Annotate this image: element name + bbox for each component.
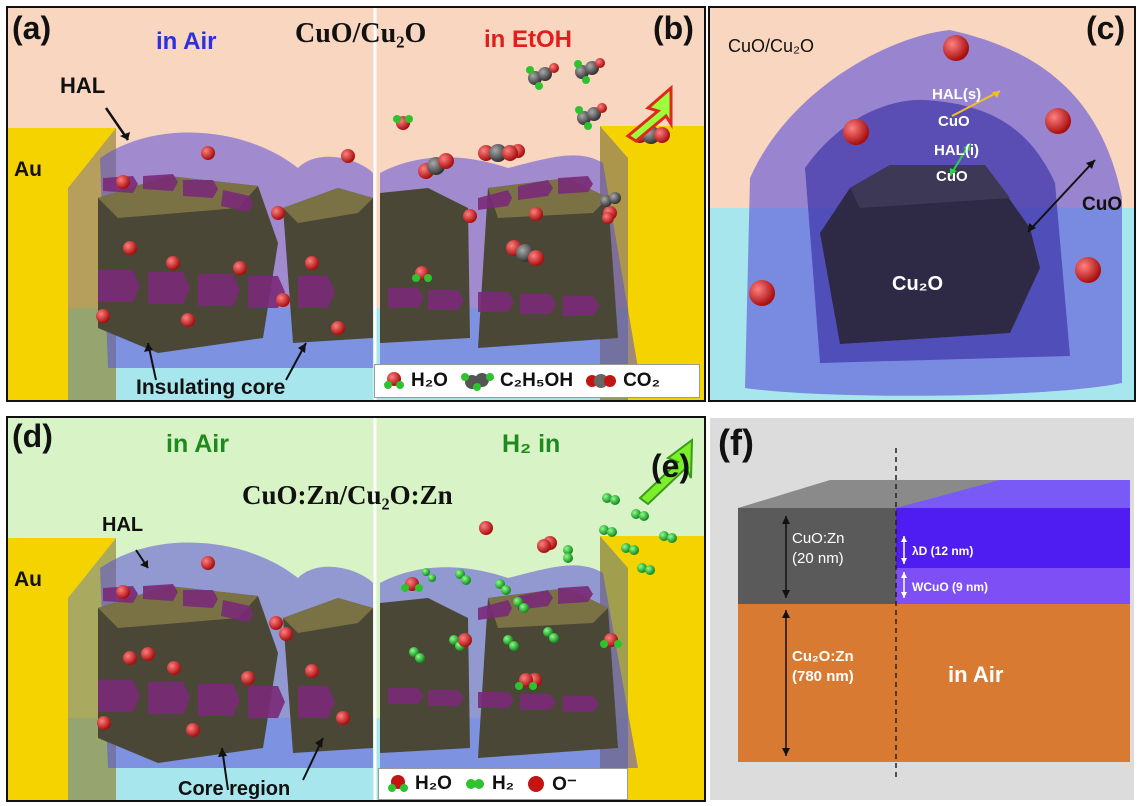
cuo-zn-thickness: (20 nm) <box>792 550 844 567</box>
panel-f-letter: (f) <box>718 422 754 463</box>
panel-a-condition: in Air <box>156 28 217 55</box>
panel-de: (d) in Air H₂ in (e) CuO:Zn/Cu₂O:Zn HAL … <box>6 416 706 802</box>
cu2o-zn-label: Cu₂O:Zn <box>792 648 854 665</box>
panel-ab-illustration <box>8 8 704 400</box>
au-electrode-left <box>8 538 116 800</box>
panel-c-letter: (c) <box>1086 10 1126 46</box>
insulating-core-label: Insulating core <box>136 376 286 399</box>
panel-de-illustration <box>8 418 704 800</box>
panel-e-condition: H₂ in <box>502 430 561 458</box>
hal-i-label: HAL(i) <box>934 142 979 159</box>
panel-c-material: CuO/Cu₂O <box>728 36 815 56</box>
grain <box>98 176 278 353</box>
au-label: Au <box>14 568 42 591</box>
cu2o-zn-thickness: (780 nm) <box>792 668 854 685</box>
cu2o-label: Cu₂O <box>892 273 944 295</box>
panel-e-letter: (e) <box>651 448 691 484</box>
au-electrode-right <box>600 536 704 800</box>
panel-c-illustration <box>710 8 1134 400</box>
panel-d-letter: (d) <box>12 418 53 454</box>
h2-icon <box>465 779 484 789</box>
panel-ab: (a) in Air CuO/Cu₂O in EtOH (b) HAL Au I… <box>6 6 706 402</box>
au-electrode-right <box>600 126 704 400</box>
cu2o-zn-layer <box>738 604 1130 762</box>
legend-h2o: H₂O <box>411 370 448 391</box>
lambda-d-label: λD (12 nm) <box>912 544 974 558</box>
legend-ethanol: C₂H₅OH <box>499 370 574 391</box>
top-material-label: CuO/Cu₂O <box>295 18 427 49</box>
hal-label: HAL <box>60 73 106 98</box>
flow-arrow-icon <box>625 84 673 143</box>
o-minus-icon <box>528 776 545 792</box>
bottom-material-label: CuO:Zn/Cu₂O:Zn <box>242 480 453 510</box>
hal-label: HAL <box>102 514 144 536</box>
legend-h2: H₂ <box>491 773 515 794</box>
panel-f-illustration <box>710 418 1134 800</box>
cu2o-core <box>820 165 1040 344</box>
legend-h2o: H₂O <box>415 773 452 794</box>
legend-co2: CO₂ <box>623 370 661 391</box>
ethanol-icon <box>460 373 494 391</box>
core-region-label: Core region <box>178 778 291 800</box>
hal-s-label: HAL(s) <box>932 86 982 103</box>
panel-d-condition: in Air <box>166 430 229 458</box>
au-label: Au <box>14 158 42 181</box>
cuo-zn-label: CuO:Zn <box>792 530 845 547</box>
cuo-label-2: CuO <box>936 168 968 185</box>
h2o-icon <box>388 775 408 792</box>
panel-b-letter: (b) <box>653 10 694 46</box>
cuo-label-right: CuO <box>1082 194 1123 215</box>
panel-a-letter: (a) <box>12 10 52 46</box>
legend-bottom: H₂O H₂ O⁻ <box>378 768 628 800</box>
panel-f: (f) CuO:Zn (20 nm) λD (12 nm) WCuO (9 nm… <box>708 416 1136 802</box>
co2-molecule <box>418 153 454 179</box>
legend-o-minus: O⁻ <box>552 773 577 795</box>
panel-b-condition: in EtOH <box>484 26 572 53</box>
w-cuo-label: WCuO (9 nm) <box>912 580 988 594</box>
h2o-icon <box>384 372 404 389</box>
cuo-label-1: CuO <box>938 113 970 130</box>
flow-arrow-icon <box>638 437 694 506</box>
au-electrode-left <box>8 128 116 400</box>
co2-icon <box>586 374 617 388</box>
panel-c: (c) CuO/Cu₂O HAL(s) CuO HAL(i) CuO CuO C… <box>708 6 1136 402</box>
legend-top: H₂O C₂H₅OH CO₂ <box>374 364 700 398</box>
panel-f-condition: in Air <box>948 662 1004 687</box>
ethanol-molecule <box>526 63 559 90</box>
